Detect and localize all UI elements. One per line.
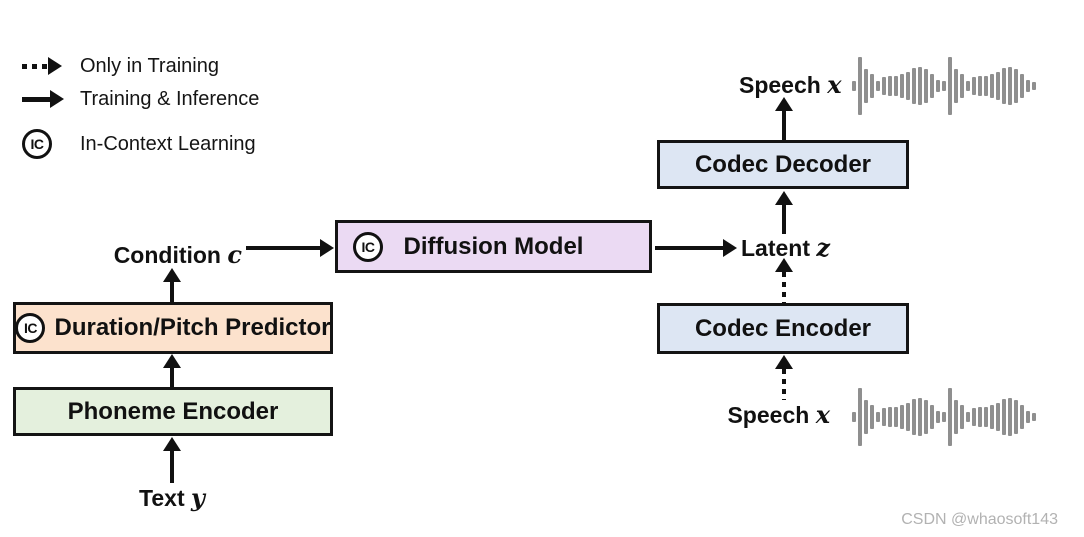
text-input-label: Text y — [139, 483, 205, 512]
arrow-latent-to-codec-decoder — [775, 191, 793, 234]
arrow-text-to-phoneme-encoder — [163, 437, 181, 483]
solid-arrow-icon — [22, 90, 66, 108]
math-var-z: z — [816, 233, 831, 262]
legend-item-only-in-training: Only in Training — [22, 51, 219, 81]
legend-item-in-context-learning: IC In-Context Learning — [22, 129, 256, 159]
diffusion-model-box: IC Diffusion Model — [335, 220, 652, 273]
dotted-arrow-icon — [22, 57, 66, 75]
math-var-x: x — [827, 70, 842, 99]
duration-pitch-predictor-label: Duration/Pitch Predictor — [54, 314, 331, 341]
math-var-x: x — [815, 400, 830, 429]
codec-decoder-box: Codec Decoder — [657, 140, 909, 189]
speech-input-label: Speech x — [727, 400, 830, 429]
waveform-icon — [852, 388, 1046, 446]
math-var-c: c — [227, 240, 242, 269]
arrow-phoneme-to-duration — [163, 354, 181, 387]
arrow-diffusion-to-latent — [655, 239, 737, 257]
csdn-watermark: CSDN @whaosoft143 — [901, 511, 1058, 528]
legend-item-training-inference: Training & Inference — [22, 84, 259, 114]
legend-label: In-Context Learning — [80, 132, 256, 155]
arrow-duration-to-condition — [163, 268, 181, 302]
latent-label: Latent z — [741, 233, 831, 262]
math-var-y: y — [191, 483, 205, 512]
arrow-condition-to-diffusion — [246, 239, 334, 257]
ic-badge-icon: IC — [22, 129, 66, 159]
arrow-codec-decoder-to-speech — [775, 97, 793, 140]
codec-encoder-box: Codec Encoder — [657, 303, 909, 354]
arrow-speech-to-codec-encoder-dotted — [775, 355, 793, 400]
phoneme-encoder-label: Phoneme Encoder — [67, 397, 279, 425]
diffusion-model-label: Diffusion Model — [403, 232, 584, 260]
speech-output-label: Speech x — [739, 70, 842, 99]
condition-label: Condition c — [113, 240, 242, 269]
codec-decoder-label: Codec Decoder — [694, 150, 872, 178]
codec-encoder-label: Codec Encoder — [694, 314, 872, 342]
ic-badge-icon: IC — [15, 313, 46, 343]
arrow-codec-encoder-to-latent-dotted — [775, 258, 793, 303]
waveform-icon — [852, 57, 1046, 115]
legend-label: Only in Training — [80, 54, 219, 77]
ic-badge-icon: IC — [353, 231, 383, 262]
phoneme-encoder-box: Phoneme Encoder — [13, 387, 333, 436]
duration-pitch-predictor-box: IC Duration/Pitch Predictor — [13, 302, 333, 354]
legend-label: Training & Inference — [80, 87, 260, 110]
